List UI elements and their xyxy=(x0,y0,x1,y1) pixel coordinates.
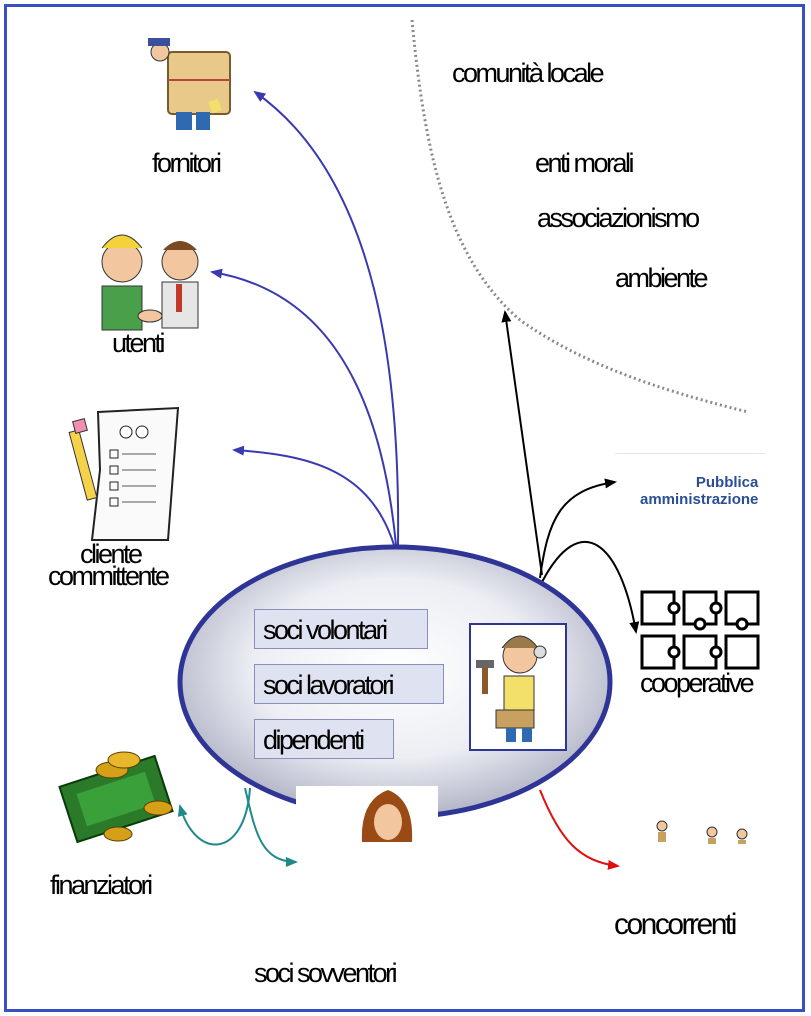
worker-labor-clipart xyxy=(469,623,567,751)
arrow-to-concorrenti xyxy=(539,789,620,870)
diagram-frame xyxy=(4,4,805,1012)
pa-amministrazione: amministrazione xyxy=(640,491,759,508)
pa-pubblica: Pubblica xyxy=(695,474,759,491)
handshake-clipart xyxy=(101,234,199,331)
woman-clipart xyxy=(296,786,438,842)
small-people-clipart xyxy=(656,820,748,844)
label-fornitori: fornitori xyxy=(152,148,222,178)
role-soci-lavoratori: soci lavoratori xyxy=(254,664,444,704)
label-soci-sovventori: soci sovventori xyxy=(254,958,398,988)
arrow-to-community xyxy=(501,310,543,576)
delivery-man-clipart xyxy=(148,38,231,130)
role-dipendenti: dipendenti xyxy=(254,719,394,759)
label-finanziatori: finanziatori xyxy=(50,870,153,900)
label-enti-morali: enti morali xyxy=(535,148,635,178)
arrow-to-finanziatori xyxy=(177,787,251,846)
label-committente: committente xyxy=(48,561,170,591)
arrow-to-fornitori xyxy=(253,90,400,546)
arrow-to-pa xyxy=(539,478,617,579)
label-ambiente: ambiente xyxy=(615,263,709,293)
arrow-to-utenti xyxy=(210,268,397,546)
label-utenti: utenti xyxy=(112,328,166,358)
pa-logo: Pubblica amministrazione xyxy=(640,474,758,508)
arrow-to-cliente xyxy=(232,445,395,546)
pa-divider xyxy=(615,453,765,454)
puzzle-pieces-clipart xyxy=(640,590,760,670)
label-concorrenti: concorrenti xyxy=(614,908,737,941)
label-associazionismo: associazionismo xyxy=(537,203,700,233)
arrow-to-cooperative xyxy=(541,541,640,634)
money-coins-clipart xyxy=(58,751,174,844)
label-cliente: cliente xyxy=(80,539,143,569)
arrow-to-soci-sovventori xyxy=(244,787,298,867)
label-comunita-locale: comunità locale xyxy=(452,58,605,88)
role-soci-volontari: soci volontari xyxy=(254,609,428,649)
checklist-clipart xyxy=(68,406,180,541)
label-cooperative: cooperative xyxy=(640,668,755,698)
